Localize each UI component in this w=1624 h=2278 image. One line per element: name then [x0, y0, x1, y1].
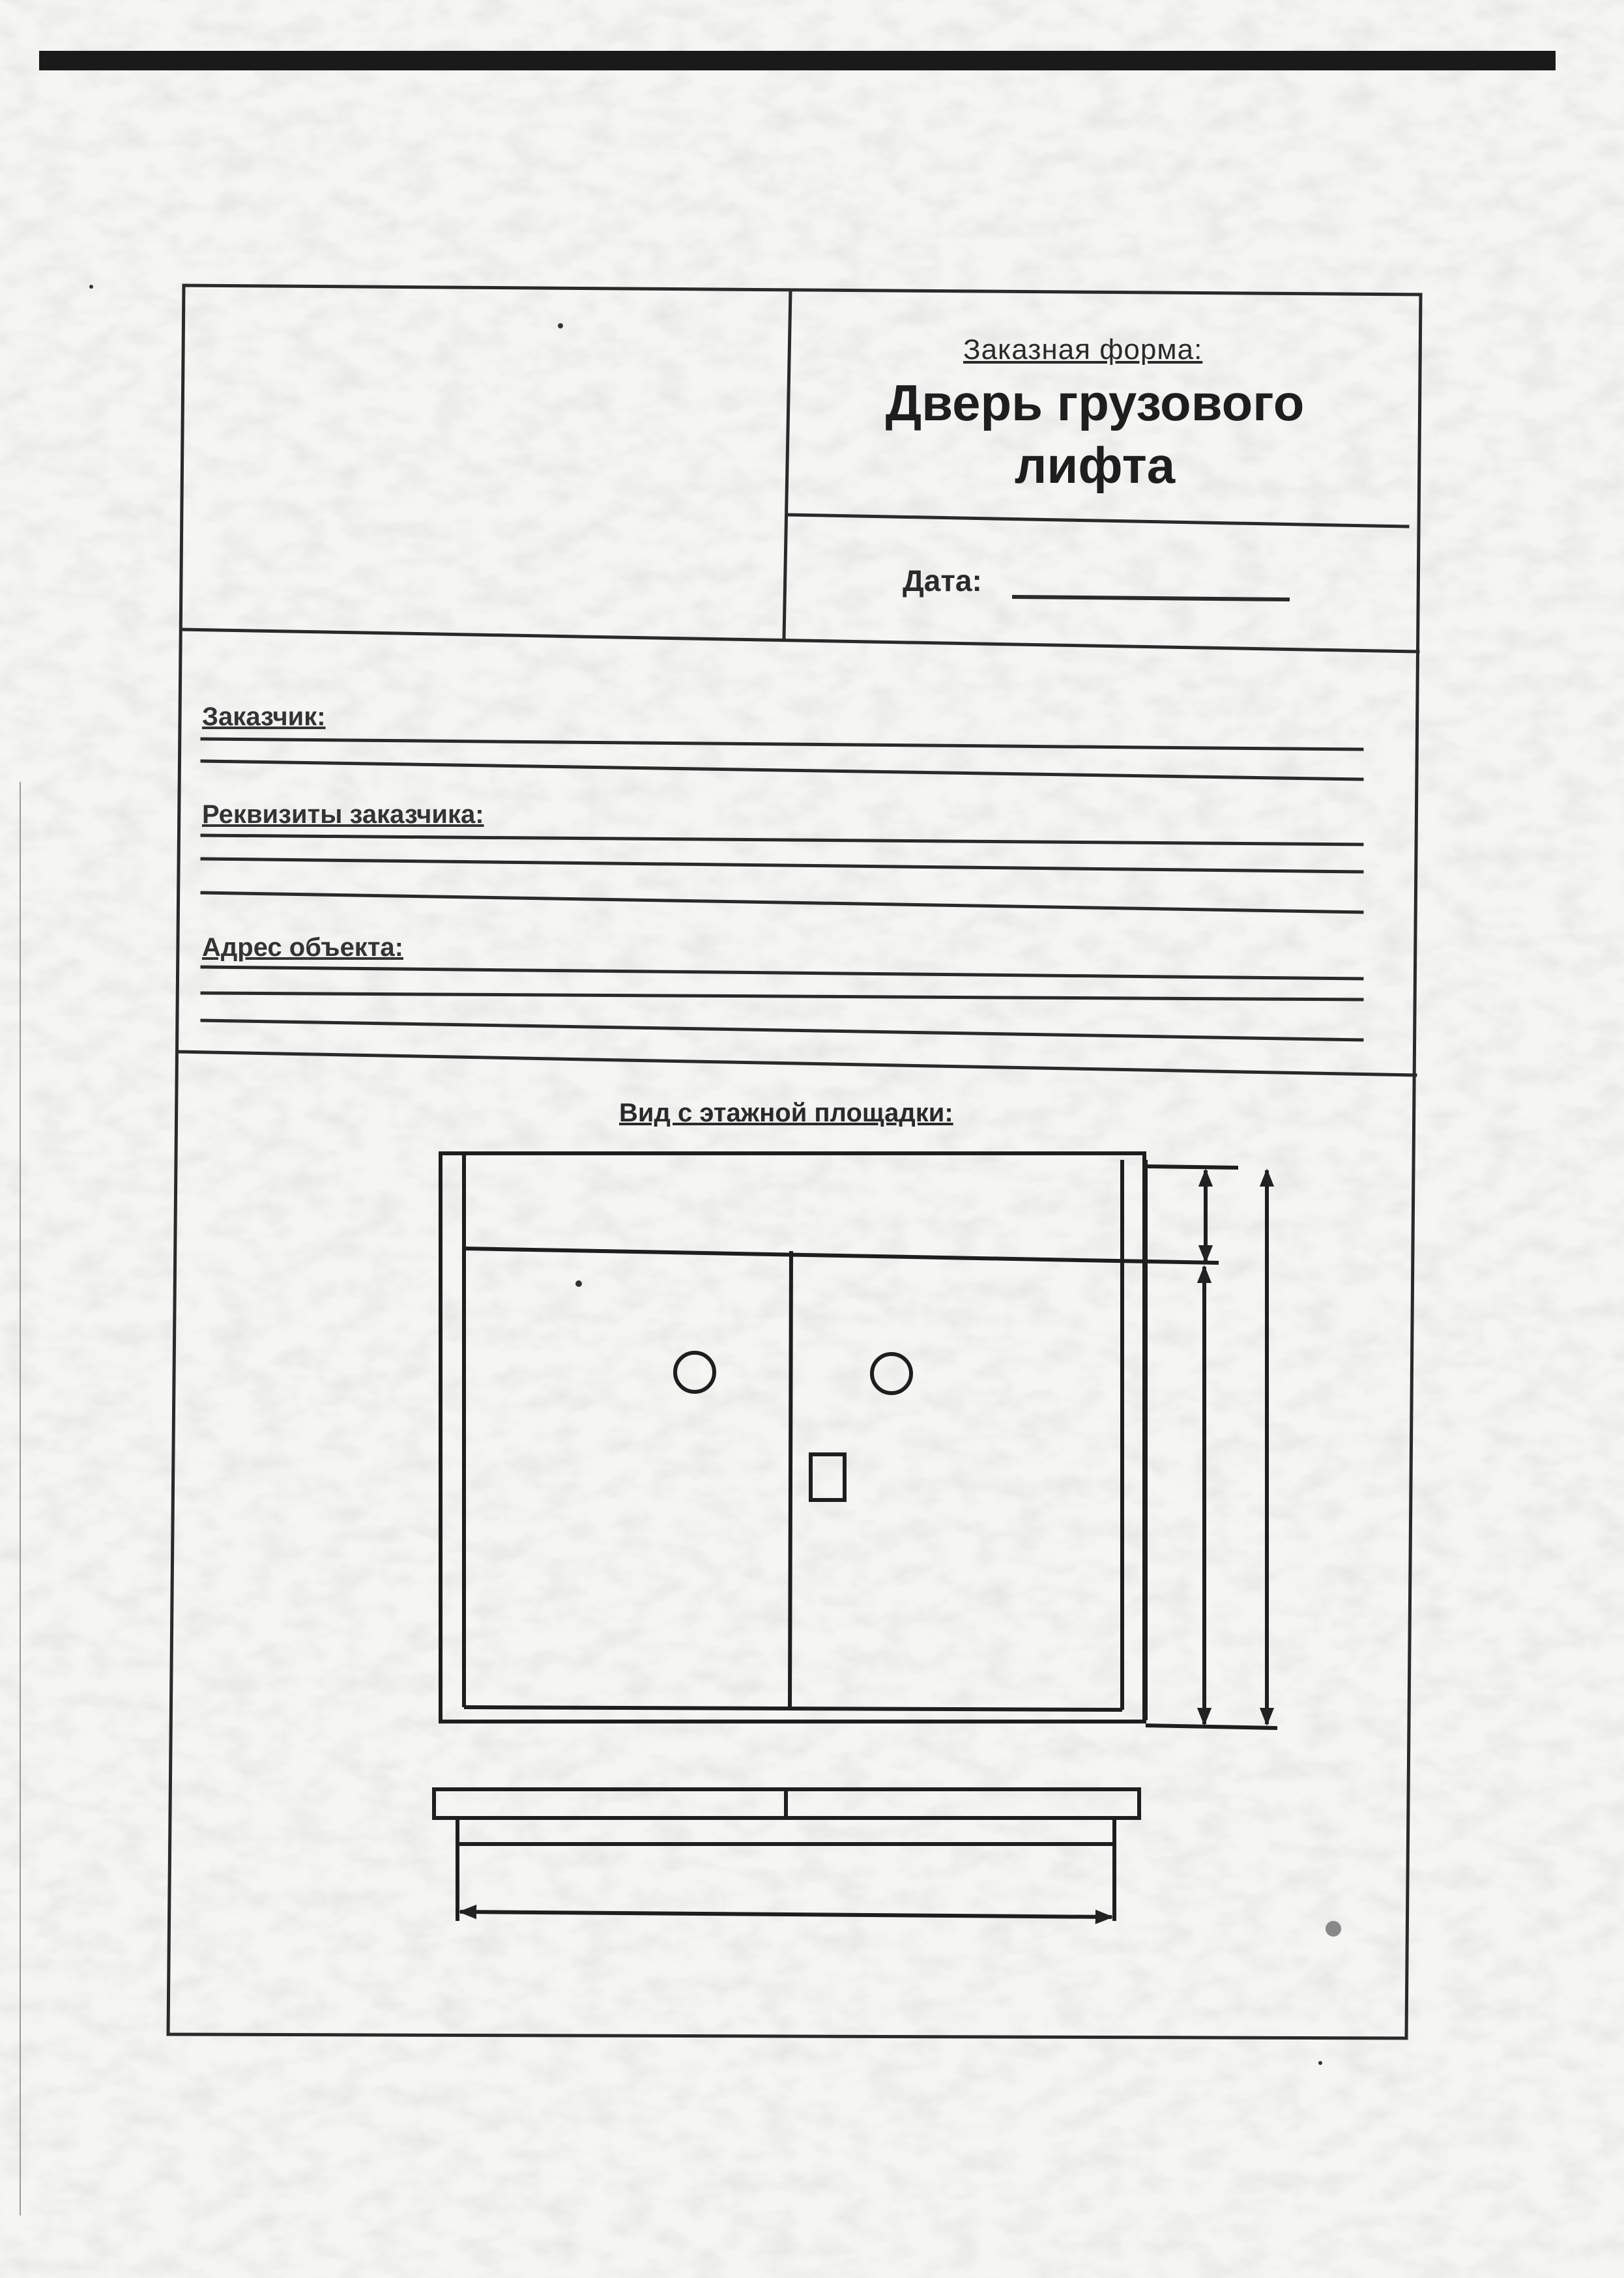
address-line-3 — [200, 1018, 1364, 1042]
requisites-line-2 — [200, 857, 1364, 874]
drawing-section-title: Вид с этажной площадки: — [619, 1099, 953, 1127]
dim-arrow-width — [458, 1905, 1114, 1924]
customer-line-1 — [200, 737, 1364, 751]
header-divider-vertical — [782, 289, 792, 641]
header-bottom-border — [179, 627, 1420, 654]
form-caption: Заказная форма: — [963, 334, 1203, 366]
scan-top-edge — [39, 51, 1556, 70]
scan-left-edge — [20, 782, 21, 2215]
scan-specks — [89, 285, 1341, 2065]
address-line-2 — [200, 991, 1364, 1002]
object-address-label: Адрес объекта: — [202, 933, 403, 962]
form-title: Дверь грузового лифта — [885, 374, 1305, 494]
requisites-line-1 — [200, 833, 1364, 846]
door-center-split — [788, 1250, 793, 1708]
fields-bottom-border — [175, 1050, 1417, 1077]
customer-line-2 — [200, 759, 1364, 781]
customer-label: Заказчик: — [202, 702, 326, 731]
door-lock-plate — [809, 1452, 847, 1502]
threshold-body — [456, 1816, 1116, 1846]
transom-line — [463, 1247, 1219, 1265]
customer-requisites-label: Реквизиты заказчика: — [202, 800, 484, 829]
form-outer-border — [166, 283, 1423, 2040]
door-elevation-drawing — [432, 1151, 1278, 1924]
date-underline — [1011, 594, 1290, 602]
requisites-line-3 — [200, 891, 1364, 914]
date-label: Дата: — [903, 564, 982, 598]
address-line-1 — [200, 965, 1364, 981]
right-door-round-window — [870, 1352, 913, 1395]
left-door-round-window — [673, 1351, 716, 1394]
header-divider-title — [786, 513, 1410, 528]
